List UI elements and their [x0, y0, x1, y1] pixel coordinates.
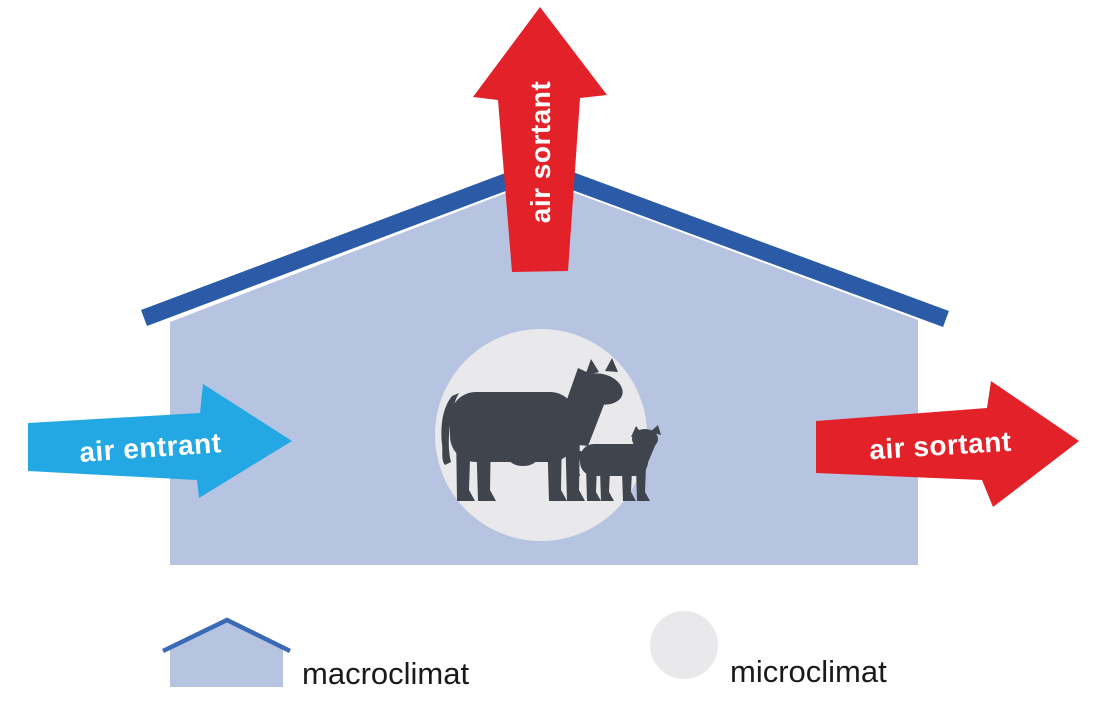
- cow-tail: [441, 393, 459, 465]
- legend-microclimate-item: microclimat: [650, 611, 887, 689]
- calf-leg: [600, 470, 614, 501]
- cow-ear-left: [585, 359, 599, 376]
- calf-leg: [636, 466, 650, 501]
- legend-circle-icon: [650, 611, 718, 679]
- roof-outlet-arrow: air sortant: [473, 7, 607, 272]
- calf-silhouette: [573, 425, 661, 501]
- cow-silhouette: [441, 358, 623, 501]
- air-inlet-arrow: air entrant: [28, 384, 292, 498]
- legend-macroclimate-item: macroclimat: [162, 617, 469, 691]
- legend-barn-roof-icon: [162, 617, 291, 654]
- wall-outlet-arrow-shape: [816, 381, 1079, 507]
- calf-leg: [622, 470, 636, 501]
- calf-ear-right: [650, 425, 661, 435]
- cow-udder: [508, 448, 538, 466]
- cow-ear-right: [605, 358, 618, 372]
- roof-outlet-label: air sortant: [525, 81, 556, 223]
- cow-hind-leg: [456, 428, 475, 501]
- cow-head: [579, 373, 623, 405]
- calf-ear-left: [631, 426, 642, 437]
- legend-macroclimate-label: macroclimat: [302, 656, 469, 691]
- air-inlet-arrow-shape: [28, 384, 292, 498]
- cow-and-calf-icon: [441, 358, 661, 501]
- roof-outlet-arrow-shape: [473, 7, 607, 272]
- legend-microclimate-label: microclimat: [730, 654, 887, 689]
- calf-leg: [586, 466, 601, 501]
- legend: macroclimat microclimat: [162, 611, 887, 691]
- wall-outlet-arrow: air sortant: [816, 381, 1079, 507]
- legend-barn-icon: [170, 622, 283, 687]
- calf-tail: [573, 450, 583, 477]
- cow-hind-leg: [476, 432, 496, 501]
- cow-front-leg: [547, 432, 567, 501]
